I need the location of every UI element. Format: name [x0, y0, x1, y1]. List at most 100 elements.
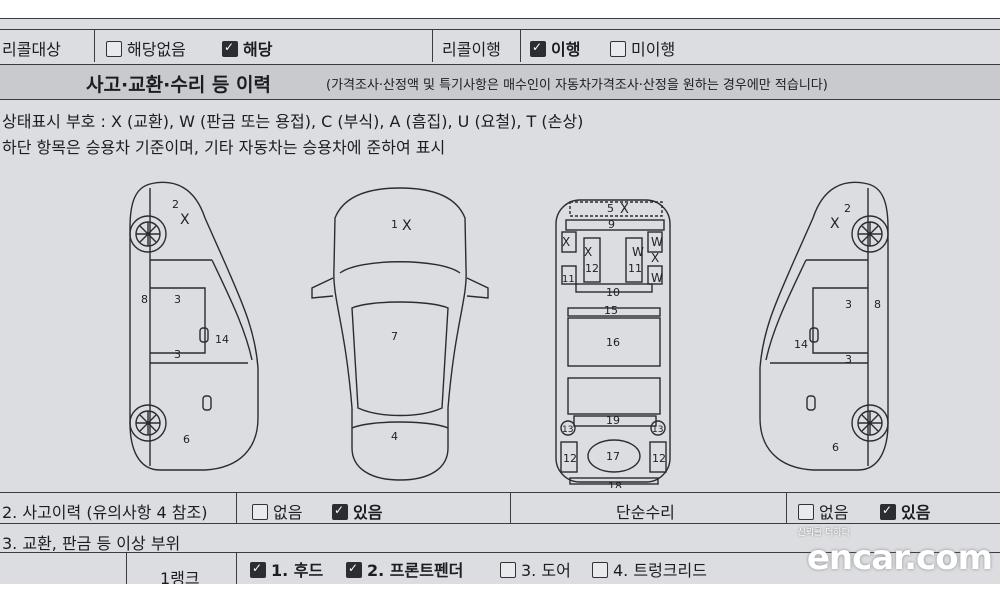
mark-under-19: 19: [606, 414, 620, 427]
section-subtitle: (가격조사·산정액 및 특기사항은 매수인이 자동차가격조사·산정을 원하는 경…: [326, 78, 828, 93]
legend-line-2: 하단 항목은 승용차 기준이며, 기타 자동차는 승용차에 준하여 표시: [2, 138, 446, 157]
rank-row: 1랭크 1. 후드 2. 프론트펜더 3. 도어 4. 트렁크리드: [0, 553, 1000, 584]
recall-none-option[interactable]: 해당없음: [106, 36, 186, 60]
exchange-item-front-fender[interactable]: 2. 프론트펜더: [346, 557, 463, 581]
row-divider: [0, 552, 1000, 553]
mark-under-w2: W: [651, 235, 663, 249]
accident-label: 2. 사고이력 (유의사항 4 참조): [2, 503, 208, 522]
mark-top-4: 4: [391, 430, 398, 443]
exchange-item-label: 1. 후드: [271, 561, 324, 580]
exchange-item-door[interactable]: 3. 도어: [500, 557, 571, 581]
mark-under-12c: 12: [652, 452, 666, 465]
mark-under-11b: 11: [628, 262, 642, 275]
mark-right-x: X: [830, 216, 840, 232]
row-divider: [0, 29, 1000, 30]
exchange-item-label: 4. 트렁크리드: [613, 561, 707, 580]
perform-yes-option[interactable]: 이행: [530, 36, 580, 60]
section-title: 사고·교환·수리 등 이력: [86, 74, 271, 96]
checkbox-unchecked[interactable]: [610, 41, 626, 57]
inspection-form: 리콜대상 해당없음 해당 리콜이행 이행 미이행 사고·교환·수리 등 이력 (…: [0, 18, 1000, 584]
mark-under-15: 15: [604, 304, 618, 317]
mark-left-14: 14: [215, 333, 229, 346]
row-divider: [0, 523, 1000, 524]
mark-under-16: 16: [606, 336, 620, 349]
mark-under-12a: 12: [585, 262, 599, 275]
checkbox-checked[interactable]: [250, 561, 266, 578]
perform-yes-label: 이행: [551, 40, 581, 59]
checkbox-unchecked[interactable]: [252, 504, 268, 520]
right-side-view: [759, 181, 889, 471]
mark-under-10: 10: [606, 286, 620, 299]
mark-under-9: 9: [608, 218, 615, 231]
recall-yes-label: 해당: [243, 40, 273, 59]
cell-divider: [94, 30, 95, 62]
mark-under-12b: 12: [563, 452, 577, 465]
repair-no-option[interactable]: 없음: [798, 499, 848, 523]
cell-divider: [236, 553, 237, 584]
mark-left-6: 6: [183, 433, 190, 446]
mark-under-13a: 13: [562, 425, 573, 435]
mark-right-14: 14: [794, 338, 808, 351]
mark-right-8: 8: [874, 298, 881, 311]
recall-none-label: 해당없음: [127, 40, 186, 59]
checkbox-unchecked[interactable]: [500, 562, 516, 578]
mark-right-3a: 3: [845, 298, 852, 311]
mark-under-x1: X: [562, 235, 570, 249]
accident-yes-option[interactable]: 있음: [332, 499, 382, 523]
exchange-row: 3. 교환, 판금 등 이상 부위: [0, 524, 1000, 553]
mark-left-3a: 3: [174, 293, 181, 306]
mark-under-w3: W: [651, 271, 663, 285]
mark-top-7: 7: [391, 330, 398, 343]
mark-left-8: 8: [141, 293, 148, 306]
mark-top-1: 1: [391, 218, 398, 231]
cell-divider: [236, 493, 237, 523]
mark-under-17: 17: [606, 450, 620, 463]
checkbox-checked[interactable]: [332, 503, 348, 520]
exchange-item-label: 3. 도어: [521, 561, 571, 580]
accident-row: 2. 사고이력 (유의사항 4 참조) 없음 있음 단순수리 없음 있음: [0, 493, 1000, 523]
mark-left-2: 2: [172, 198, 179, 211]
mark-right-3b: 3: [845, 353, 852, 366]
recall-yes-option[interactable]: 해당: [222, 36, 272, 60]
accident-no-option[interactable]: 없음: [252, 499, 302, 523]
row-divider: [0, 492, 1000, 493]
recall-row: 리콜대상 해당없음 해당 리콜이행 이행 미이행: [0, 30, 1000, 62]
checkbox-unchecked[interactable]: [798, 504, 814, 520]
mark-under-18: 18: [608, 480, 622, 488]
mark-left-x: X: [180, 212, 190, 228]
cell-divider: [432, 30, 433, 62]
row-divider: [0, 18, 1000, 19]
top-view: [311, 187, 489, 481]
mark-under-13b: 13: [652, 425, 663, 435]
exchange-item-hood[interactable]: 1. 후드: [250, 557, 323, 581]
rank-label: 1랭크: [160, 569, 200, 584]
checkbox-checked[interactable]: [346, 561, 362, 578]
repair-no-label: 없음: [819, 503, 849, 522]
mark-right-6: 6: [832, 441, 839, 454]
checkbox-checked[interactable]: [222, 40, 238, 57]
perform-no-label: 미이행: [631, 40, 676, 59]
checkbox-unchecked[interactable]: [106, 41, 122, 57]
simple-repair-label: 단순수리: [616, 503, 675, 522]
cell-divider: [126, 553, 127, 584]
mark-under-5: 5: [607, 202, 614, 215]
checkbox-checked[interactable]: [530, 40, 546, 57]
exchange-item-label: 2. 프론트펜더: [367, 561, 464, 580]
repair-yes-label: 있음: [901, 503, 931, 522]
under-view: [555, 199, 671, 485]
checkbox-unchecked[interactable]: [592, 562, 608, 578]
mark-under-w1: W: [632, 245, 644, 259]
recall-label: 리콜대상: [2, 40, 61, 59]
watermark-tagline: 신뢰를 더하다: [797, 528, 850, 538]
vehicle-diagram: 2 X 8 3 3 14 6 1 X 7 4 5 X 9 X 11 12 X W…: [129, 181, 889, 488]
recall-perform-label: 리콜이행: [442, 40, 501, 59]
accident-no-label: 없음: [273, 503, 303, 522]
perform-no-option[interactable]: 미이행: [610, 36, 675, 60]
mark-top-x: X: [402, 218, 412, 234]
exchange-item-trunk-lid[interactable]: 4. 트렁크리드: [592, 557, 707, 581]
cell-divider: [786, 493, 787, 523]
cell-divider: [510, 493, 511, 523]
repair-yes-option[interactable]: 있음: [880, 499, 930, 523]
checkbox-checked[interactable]: [880, 503, 896, 520]
accident-yes-label: 있음: [353, 503, 383, 522]
